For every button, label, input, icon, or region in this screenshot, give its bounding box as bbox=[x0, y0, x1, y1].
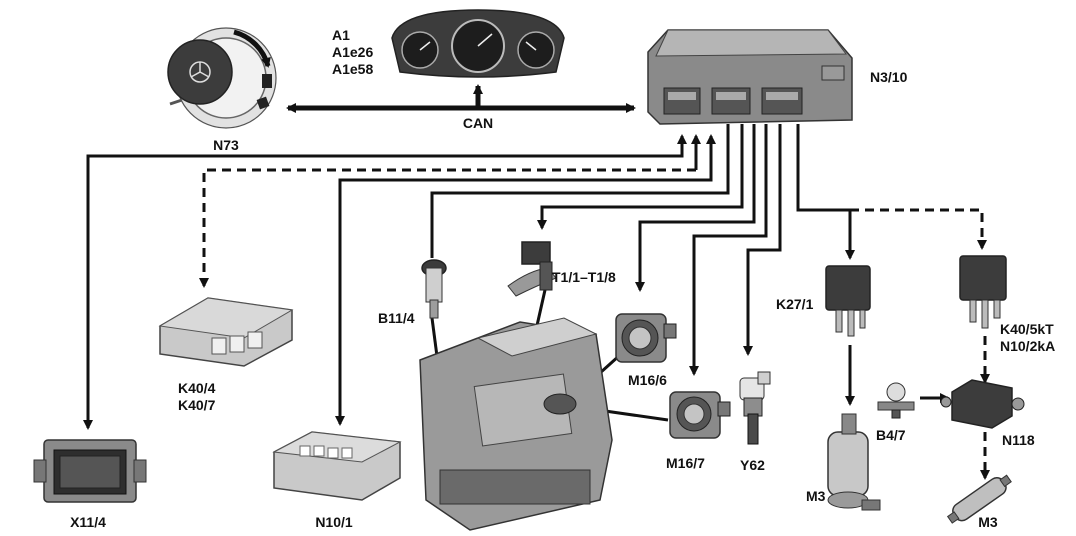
label-a1e58: A1e58 bbox=[332, 61, 373, 77]
label-m16-6: M16/6 bbox=[628, 372, 667, 388]
fuel-pressure-sensor-icon bbox=[877, 382, 915, 419]
line-n10-1 bbox=[335, 134, 716, 426]
instrument-cluster-icon bbox=[391, 9, 565, 78]
label-k40-4: K40/4 bbox=[178, 380, 216, 396]
fuel-pump-relay-icon bbox=[825, 265, 871, 337]
connection-lines bbox=[83, 84, 990, 480]
line-m16-6 bbox=[635, 124, 756, 292]
label-n10-2ka: N10/2kA bbox=[1000, 338, 1055, 354]
label-x11-4: X11/4 bbox=[70, 514, 106, 530]
label-n10-1: N10/1 bbox=[315, 514, 353, 530]
label-m3-right: M3 bbox=[978, 514, 998, 530]
line-k40-4 bbox=[199, 168, 696, 288]
engine-control-unit-icon bbox=[647, 29, 853, 125]
label-m3-left: M3 bbox=[806, 488, 826, 504]
pointer-m16-7 bbox=[597, 408, 669, 422]
label-a1: A1 bbox=[332, 27, 350, 43]
line-relays bbox=[796, 124, 850, 212]
fuse-relay-module-icon bbox=[158, 297, 294, 367]
label-n73: N73 bbox=[213, 137, 239, 153]
label-t1: T1/1–T1/8 bbox=[552, 269, 616, 285]
label-k40-5kt: K40/5kT bbox=[1000, 321, 1054, 337]
throttle-actuator-icon bbox=[615, 313, 677, 363]
fuel-pump-control-unit-icon bbox=[940, 379, 1025, 429]
label-m16-7: M16/7 bbox=[666, 455, 705, 471]
line-m16-7 bbox=[689, 124, 768, 376]
label-can: CAN bbox=[463, 115, 493, 131]
relay-icon bbox=[959, 255, 1007, 329]
ignition-coil-icon bbox=[507, 241, 557, 297]
line-y62 bbox=[743, 124, 782, 356]
label-n118: N118 bbox=[1002, 432, 1035, 448]
line-t1 bbox=[537, 124, 744, 230]
label-b4-7: B4/7 bbox=[876, 427, 906, 443]
label-a1e26: A1e26 bbox=[332, 44, 373, 60]
throttle-actuator-icon bbox=[669, 391, 731, 439]
fuel-pump-icon bbox=[827, 413, 881, 511]
diagnostic-connector-icon bbox=[33, 439, 147, 503]
coolant-temp-sensor-icon bbox=[421, 259, 447, 319]
line-k40-5kt bbox=[850, 208, 987, 250]
pointer-t1 bbox=[534, 289, 547, 331]
label-k27-1: K27/1 bbox=[776, 296, 814, 312]
ignition-switch-icon bbox=[167, 27, 277, 129]
sam-control-unit-icon bbox=[272, 431, 402, 501]
fuel-injector-icon bbox=[739, 371, 771, 445]
label-k40-7: K40/7 bbox=[178, 397, 216, 413]
engine-block-icon bbox=[419, 317, 613, 531]
label-y62: Y62 bbox=[740, 457, 765, 473]
label-b11-4: B11/4 bbox=[378, 310, 415, 326]
label-n3-10: N3/10 bbox=[870, 69, 908, 85]
line-b11-4 bbox=[430, 124, 730, 258]
fuel-pump-icon bbox=[946, 474, 1012, 524]
